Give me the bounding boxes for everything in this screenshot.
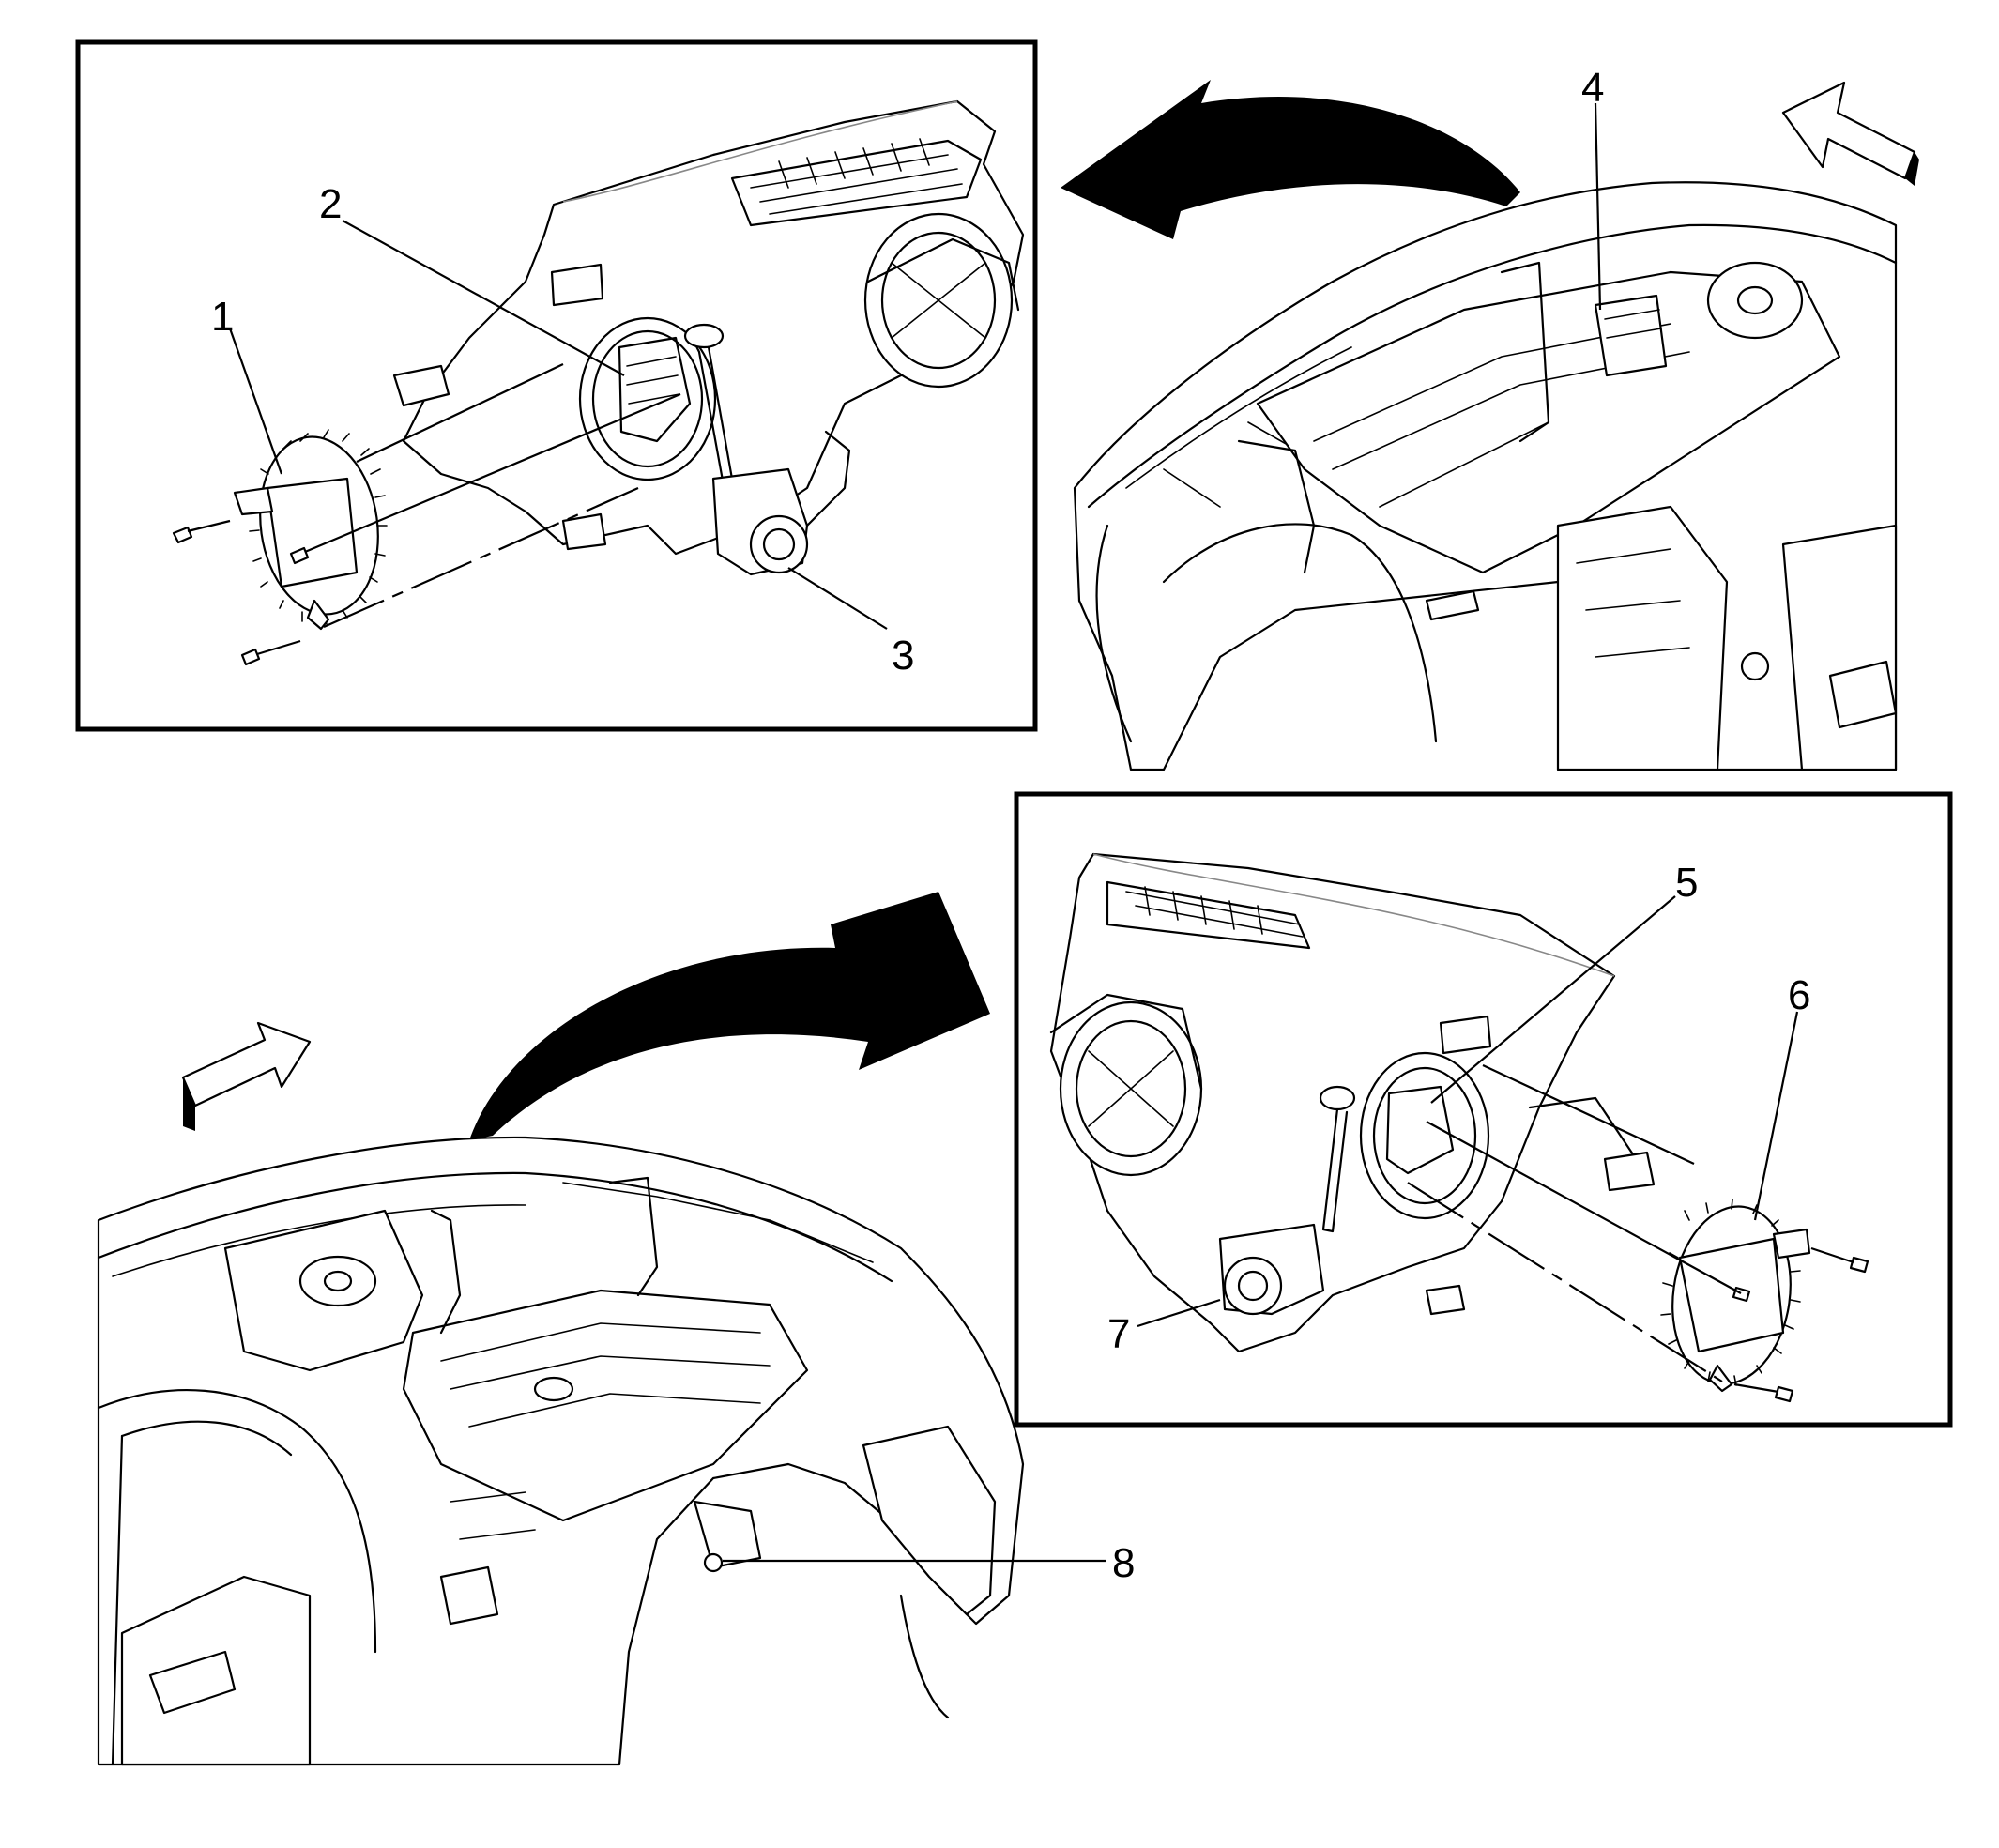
bolt-8 [703, 1552, 724, 1573]
ballast-module-right [1660, 1199, 1811, 1393]
callout-6: 6 [1788, 972, 1810, 1018]
callout-1: 1 [211, 294, 234, 340]
engine-bay-bottom-left: 8 [97, 892, 1135, 1766]
alignment-line-2 [304, 392, 681, 554]
callout-3: 3 [892, 633, 914, 679]
leader-4 [1594, 102, 1602, 311]
screws-left [172, 519, 310, 666]
alignment-line-3 [323, 486, 639, 629]
callout-4: 4 [1581, 65, 1604, 111]
leader-5 [1430, 895, 1676, 1104]
leader-1 [228, 328, 283, 475]
leader-2 [342, 220, 625, 376]
callout-8: 8 [1112, 1540, 1135, 1586]
ballast-module-left [233, 429, 388, 631]
direction-arrow-icon [1781, 81, 1919, 186]
screws-right [1732, 1246, 1869, 1403]
alignment-line-6 [1407, 1182, 1723, 1382]
alignment-line-5 [1426, 1121, 1742, 1294]
curved-arrow-icon [469, 892, 990, 1140]
curved-arrow-icon [1061, 80, 1520, 239]
callout-5: 5 [1675, 860, 1698, 906]
direction-arrow-icon [181, 1021, 312, 1131]
leader-7 [1137, 1298, 1221, 1328]
headlamp-housing-right [1049, 852, 1656, 1353]
engine-bay-top-right: 4 [1061, 65, 1919, 771]
callout-7: 7 [1107, 1311, 1130, 1357]
callout-2: 2 [319, 181, 342, 227]
inset-top-left: 1 2 3 [75, 39, 1038, 732]
leader-3 [787, 567, 888, 630]
inset-frame-bottom-right [1014, 791, 1953, 1428]
alignment-line-4 [1482, 1064, 1695, 1165]
alignment-line-1 [356, 363, 564, 463]
headlamp-housing-left [392, 99, 1025, 576]
inset-frame-top-left [75, 39, 1038, 732]
leader-6 [1753, 1011, 1799, 1221]
inset-bottom-right: 5 6 7 [1014, 791, 1953, 1428]
